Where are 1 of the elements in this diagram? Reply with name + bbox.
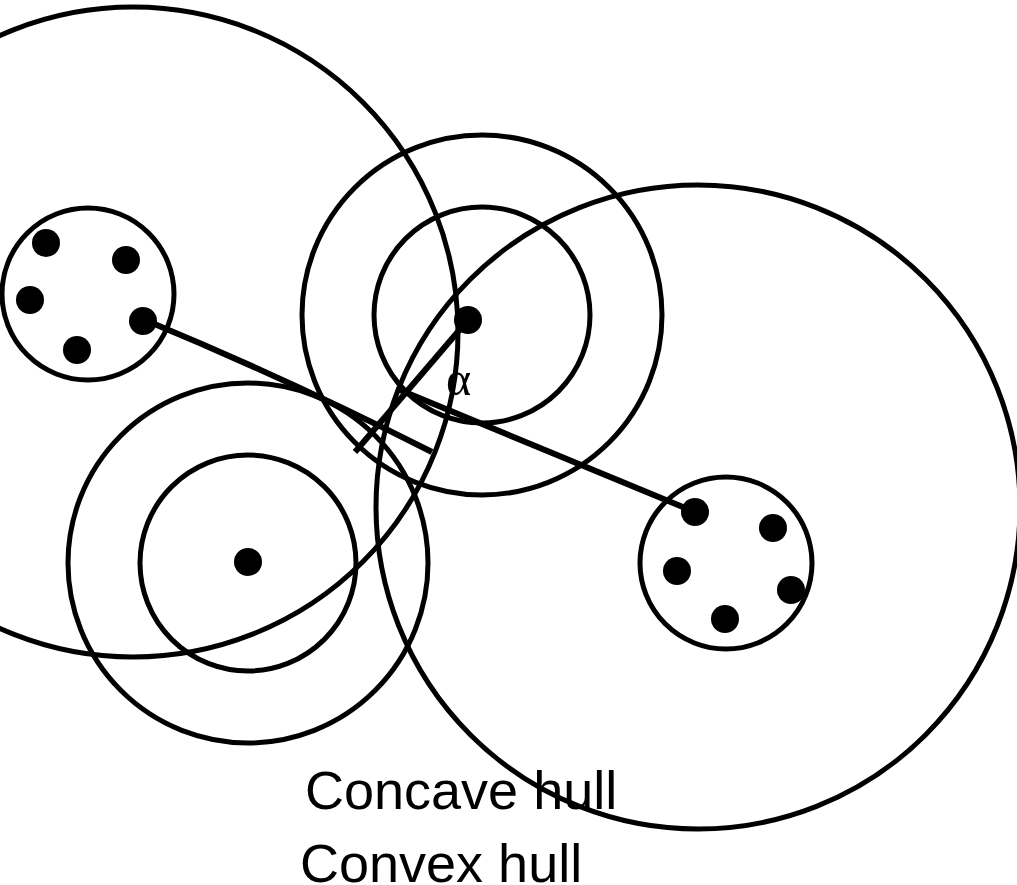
- hull-label: Convex hull: [300, 836, 583, 885]
